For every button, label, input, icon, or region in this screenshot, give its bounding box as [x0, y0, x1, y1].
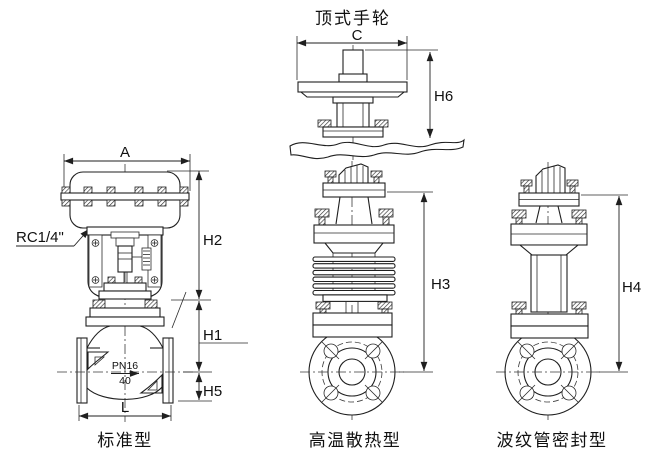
dim-label-h6: H6 — [434, 88, 453, 105]
stem-and-travel-scale — [110, 231, 152, 284]
handwheel-drawing: H6 C 顶式手轮 — [289, 9, 465, 160]
dim-label-h1: H1 — [203, 327, 222, 344]
flange-face-front — [300, 328, 404, 416]
high-temp-caption: 高温散热型 — [309, 431, 402, 450]
dim-label-h2: H2 — [203, 232, 222, 249]
valve-body — [76, 337, 174, 404]
heat-dissipation-valve-drawing: H3 高温散热型 — [300, 161, 450, 450]
handwheel-title: 顶式手轮 — [315, 9, 391, 28]
dim-label-l: L — [121, 399, 129, 416]
dim-label-a: A — [120, 144, 130, 161]
flange-face-front — [496, 328, 600, 416]
dim-label-h3: H3 — [431, 276, 450, 293]
radiator-fins — [312, 253, 396, 296]
bellows-caption: 波纹管密封型 — [497, 431, 608, 450]
pn-rating-value: 40 — [119, 375, 131, 387]
dim-label-c: C — [352, 27, 363, 44]
port-label: RC1/4" — [16, 229, 64, 246]
standard-valve-drawing: A RC1/4" — [16, 144, 248, 450]
bellows-valve-drawing: H4 波纹管密封型 — [496, 162, 641, 450]
standard-caption: 标准型 — [97, 431, 153, 450]
actuator-seam-bolts — [61, 186, 189, 207]
dim-label-h5: H5 — [203, 383, 222, 400]
yoke-screws — [91, 239, 159, 284]
dim-label-h4: H4 — [622, 279, 641, 296]
pn-rating-label: PN16 — [112, 360, 138, 372]
